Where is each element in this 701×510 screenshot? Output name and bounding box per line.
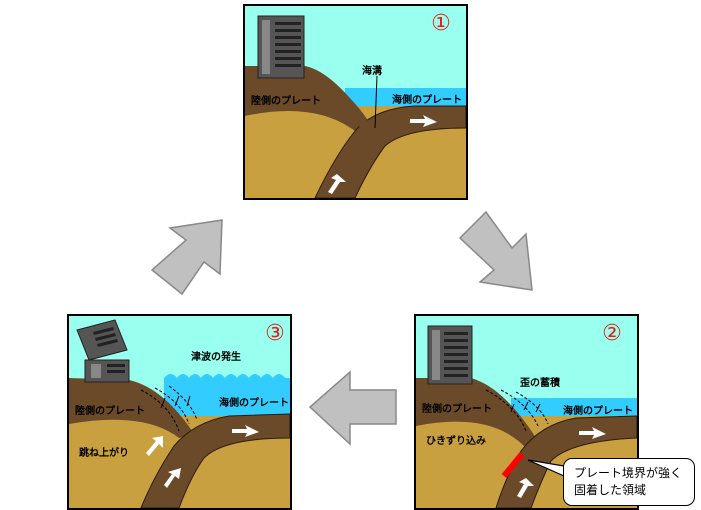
panel-3-illustration: ③ 津波の発生 陸側のプレート 海側のプレート 跳ね上がり bbox=[69, 316, 290, 508]
locked-zone-callout: プレート境界が強く 固着した領域 bbox=[563, 458, 695, 506]
panel-1-illustration: ① 海溝 陸側のプレート 海側のプレート bbox=[245, 6, 466, 198]
panel-number: ① bbox=[431, 11, 451, 36]
subduction-arrow-icon bbox=[328, 174, 346, 194]
plate-motion-arrow-icon bbox=[579, 427, 606, 439]
tsunami-wave bbox=[164, 374, 290, 426]
panel-number: ③ bbox=[265, 321, 285, 346]
sea-plate bbox=[314, 105, 466, 198]
rebound-label: 跳ね上がり bbox=[79, 446, 129, 459]
land-plate-label: 陸側のプレート bbox=[251, 94, 321, 107]
plate-motion-arrow-icon bbox=[410, 115, 437, 127]
building-icon bbox=[427, 325, 473, 385]
callout-line-2: 固着した領域 bbox=[574, 483, 647, 497]
panel-number: ② bbox=[602, 321, 622, 346]
panel-1: ① 海溝 陸側のプレート 海側のプレート bbox=[243, 4, 468, 200]
strain-arrow-icon bbox=[510, 401, 541, 413]
sea-plate-label: 海側のプレート bbox=[563, 404, 633, 417]
trench-pointer bbox=[374, 75, 378, 129]
callout-line-1: プレート境界が強く bbox=[574, 466, 683, 480]
cycle-arrow-1-to-2-icon bbox=[458, 210, 533, 291]
rebound-lines bbox=[140, 385, 198, 432]
cycle-arrow-3-to-1-icon bbox=[150, 219, 223, 296]
damaged-building-icon bbox=[76, 319, 130, 383]
sea-plate-label: 海側のプレート bbox=[392, 93, 462, 106]
panel-2-illustration: ② 歪の蓄積 陸側のプレート 海側のプレート ひきずり込み bbox=[416, 316, 637, 508]
subduction-arrow-icon bbox=[517, 478, 534, 498]
panel-2: ② 歪の蓄積 陸側のプレート 海側のプレート ひきずり込み bbox=[414, 314, 639, 510]
land-plate-label: 陸側のプレート bbox=[422, 402, 492, 415]
rebound-arrow-icon bbox=[146, 436, 163, 456]
uplift-arrow-icon bbox=[160, 395, 191, 409]
trench-label: 海溝 bbox=[362, 64, 382, 77]
cycle-arrow-2-to-3-icon bbox=[308, 370, 397, 446]
drag-label: ひきずり込み bbox=[426, 434, 486, 447]
locked-fault-zone bbox=[501, 452, 525, 478]
strain-lines bbox=[485, 389, 549, 432]
sea-plate bbox=[140, 413, 290, 508]
plate-motion-arrow-icon bbox=[232, 425, 259, 437]
land-plate bbox=[416, 378, 541, 448]
subduction-arrow-icon bbox=[164, 468, 181, 488]
land-plate bbox=[69, 378, 194, 438]
building-icon bbox=[257, 15, 305, 79]
callout-pointer bbox=[528, 459, 566, 477]
strain-label: 歪の蓄積 bbox=[520, 376, 561, 389]
panel-3: ③ 津波の発生 陸側のプレート 海側のプレート 跳ね上がり bbox=[67, 314, 292, 510]
land-plate-label: 陸側のプレート bbox=[75, 404, 145, 417]
sea-plate-label: 海側のプレート bbox=[219, 396, 289, 409]
tsunami-label: 津波の発生 bbox=[191, 350, 241, 363]
